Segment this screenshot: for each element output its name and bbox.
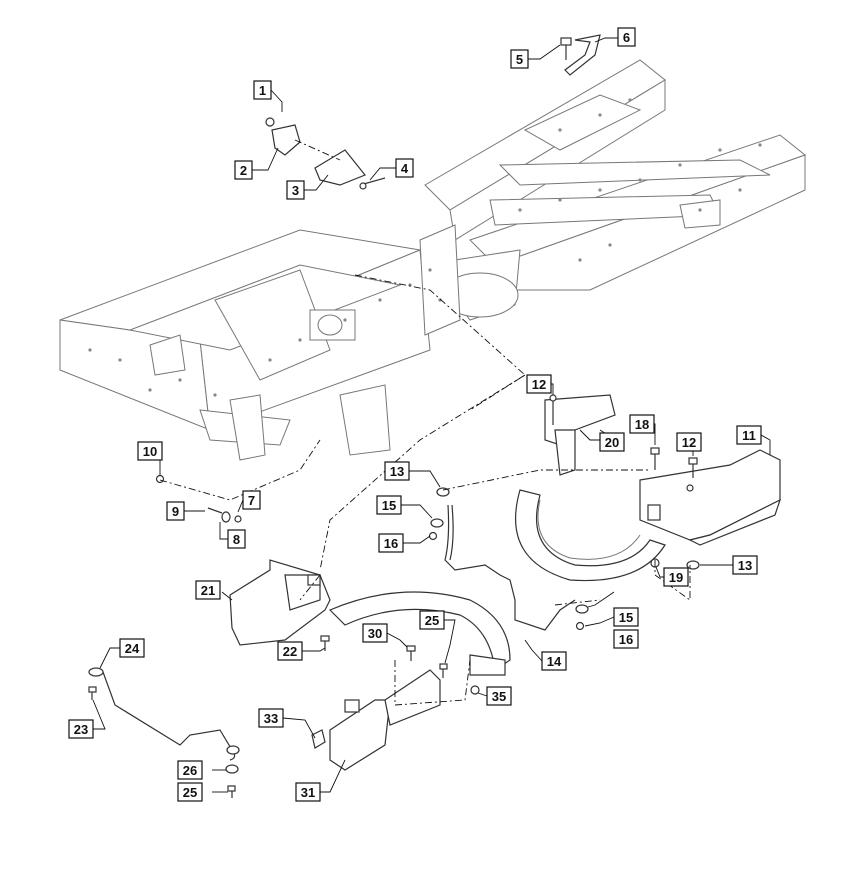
bolt-9-washers [207, 507, 242, 523]
callout-18: 18 [629, 414, 655, 434]
callout-2: 2 [234, 160, 253, 180]
callout-12-top: 12 [526, 374, 552, 394]
bolt-and-clip-top [560, 34, 601, 76]
svg-text:19: 19 [669, 570, 683, 585]
callout-7: 7 [242, 490, 261, 510]
callout-35: 35 [486, 686, 512, 706]
svg-text:18: 18 [635, 417, 649, 432]
svg-text:20: 20 [605, 435, 619, 450]
callout-9: 9 [166, 501, 185, 521]
callout-1: 1 [253, 80, 272, 100]
chassis-frame [59, 59, 807, 461]
callout-13-left: 13 [384, 461, 410, 481]
callout-23: 23 [68, 719, 94, 739]
bracket-33 [311, 729, 326, 749]
deflector-31 [329, 669, 441, 771]
svg-text:23: 23 [74, 722, 88, 737]
bolt-12-right [688, 457, 698, 478]
svg-text:13: 13 [738, 558, 752, 573]
callout-16-right: 16 [613, 629, 639, 649]
callout-22: 22 [277, 641, 303, 661]
svg-text:2: 2 [240, 163, 247, 178]
callout-12-right: 12 [676, 432, 702, 452]
callout-19: 19 [663, 567, 689, 587]
callout-16-left: 16 [378, 533, 404, 553]
discharge-chute [328, 591, 511, 676]
svg-text:21: 21 [201, 583, 215, 598]
callout-6: 6 [617, 27, 636, 47]
callout-33: 33 [258, 708, 284, 728]
svg-text:26: 26 [183, 763, 197, 778]
nut-35 [470, 685, 480, 695]
cover-plate-11 [639, 449, 782, 546]
svg-text:15: 15 [619, 610, 633, 625]
callout-15-left: 15 [376, 495, 402, 515]
callout-30: 30 [362, 623, 388, 643]
nut-10 [155, 474, 165, 484]
svg-text:3: 3 [292, 183, 299, 198]
callout-5: 5 [510, 49, 529, 69]
svg-text:9: 9 [172, 504, 179, 519]
svg-text:22: 22 [283, 644, 297, 659]
callout-14: 14 [541, 651, 567, 671]
svg-text:15: 15 [382, 498, 396, 513]
bolt-23 [88, 686, 97, 700]
svg-text:7: 7 [248, 493, 255, 508]
callout-10: 10 [137, 441, 163, 461]
assembly-guide-lines [159, 274, 691, 706]
callout-21: 21 [195, 580, 221, 600]
svg-text:31: 31 [301, 785, 315, 800]
svg-text:5: 5 [516, 52, 523, 67]
callout-24: 24 [119, 638, 145, 658]
bolt-22 [320, 635, 330, 651]
callout-13-right: 13 [732, 555, 758, 575]
mount-bracket-20 [544, 394, 616, 476]
callout-3: 3 [286, 180, 305, 200]
callout-25-chute: 25 [419, 610, 445, 630]
svg-text:14: 14 [547, 654, 562, 669]
callout-26: 26 [177, 760, 203, 780]
svg-text:16: 16 [619, 632, 633, 647]
svg-text:8: 8 [233, 532, 240, 547]
callout-4: 4 [395, 158, 414, 178]
svg-text:13: 13 [390, 464, 404, 479]
svg-text:6: 6 [623, 30, 630, 45]
svg-text:30: 30 [368, 626, 382, 641]
svg-text:4: 4 [401, 161, 409, 176]
svg-text:33: 33 [264, 711, 278, 726]
callout-25-lower: 25 [177, 782, 203, 802]
bolt-18 [650, 447, 660, 470]
svg-text:16: 16 [384, 536, 398, 551]
bolt-25-lower [227, 785, 236, 798]
leader-lines [92, 37, 771, 793]
svg-text:12: 12 [532, 377, 546, 392]
svg-text:25: 25 [425, 613, 439, 628]
callout-15-right: 15 [613, 607, 639, 627]
washers-left-rod [428, 487, 700, 631]
callout-8: 8 [227, 529, 246, 549]
svg-text:25: 25 [183, 785, 197, 800]
callout-11: 11 [736, 425, 762, 445]
svg-text:10: 10 [143, 444, 157, 459]
svg-text:12: 12 [682, 435, 696, 450]
svg-text:24: 24 [125, 641, 140, 656]
svg-text:35: 35 [492, 689, 506, 704]
cable-24 [88, 667, 240, 761]
callout-31: 31 [295, 782, 321, 802]
bolt-25-chute [439, 663, 448, 678]
callout-20: 20 [599, 432, 625, 452]
linkage-rod-14 [444, 504, 576, 631]
side-shield-21 [229, 559, 331, 646]
bolt-30 [406, 645, 416, 661]
svg-text:11: 11 [742, 428, 756, 443]
deflector-half-disc [515, 489, 666, 582]
svg-text:1: 1 [259, 83, 266, 98]
washer-26 [225, 764, 239, 774]
